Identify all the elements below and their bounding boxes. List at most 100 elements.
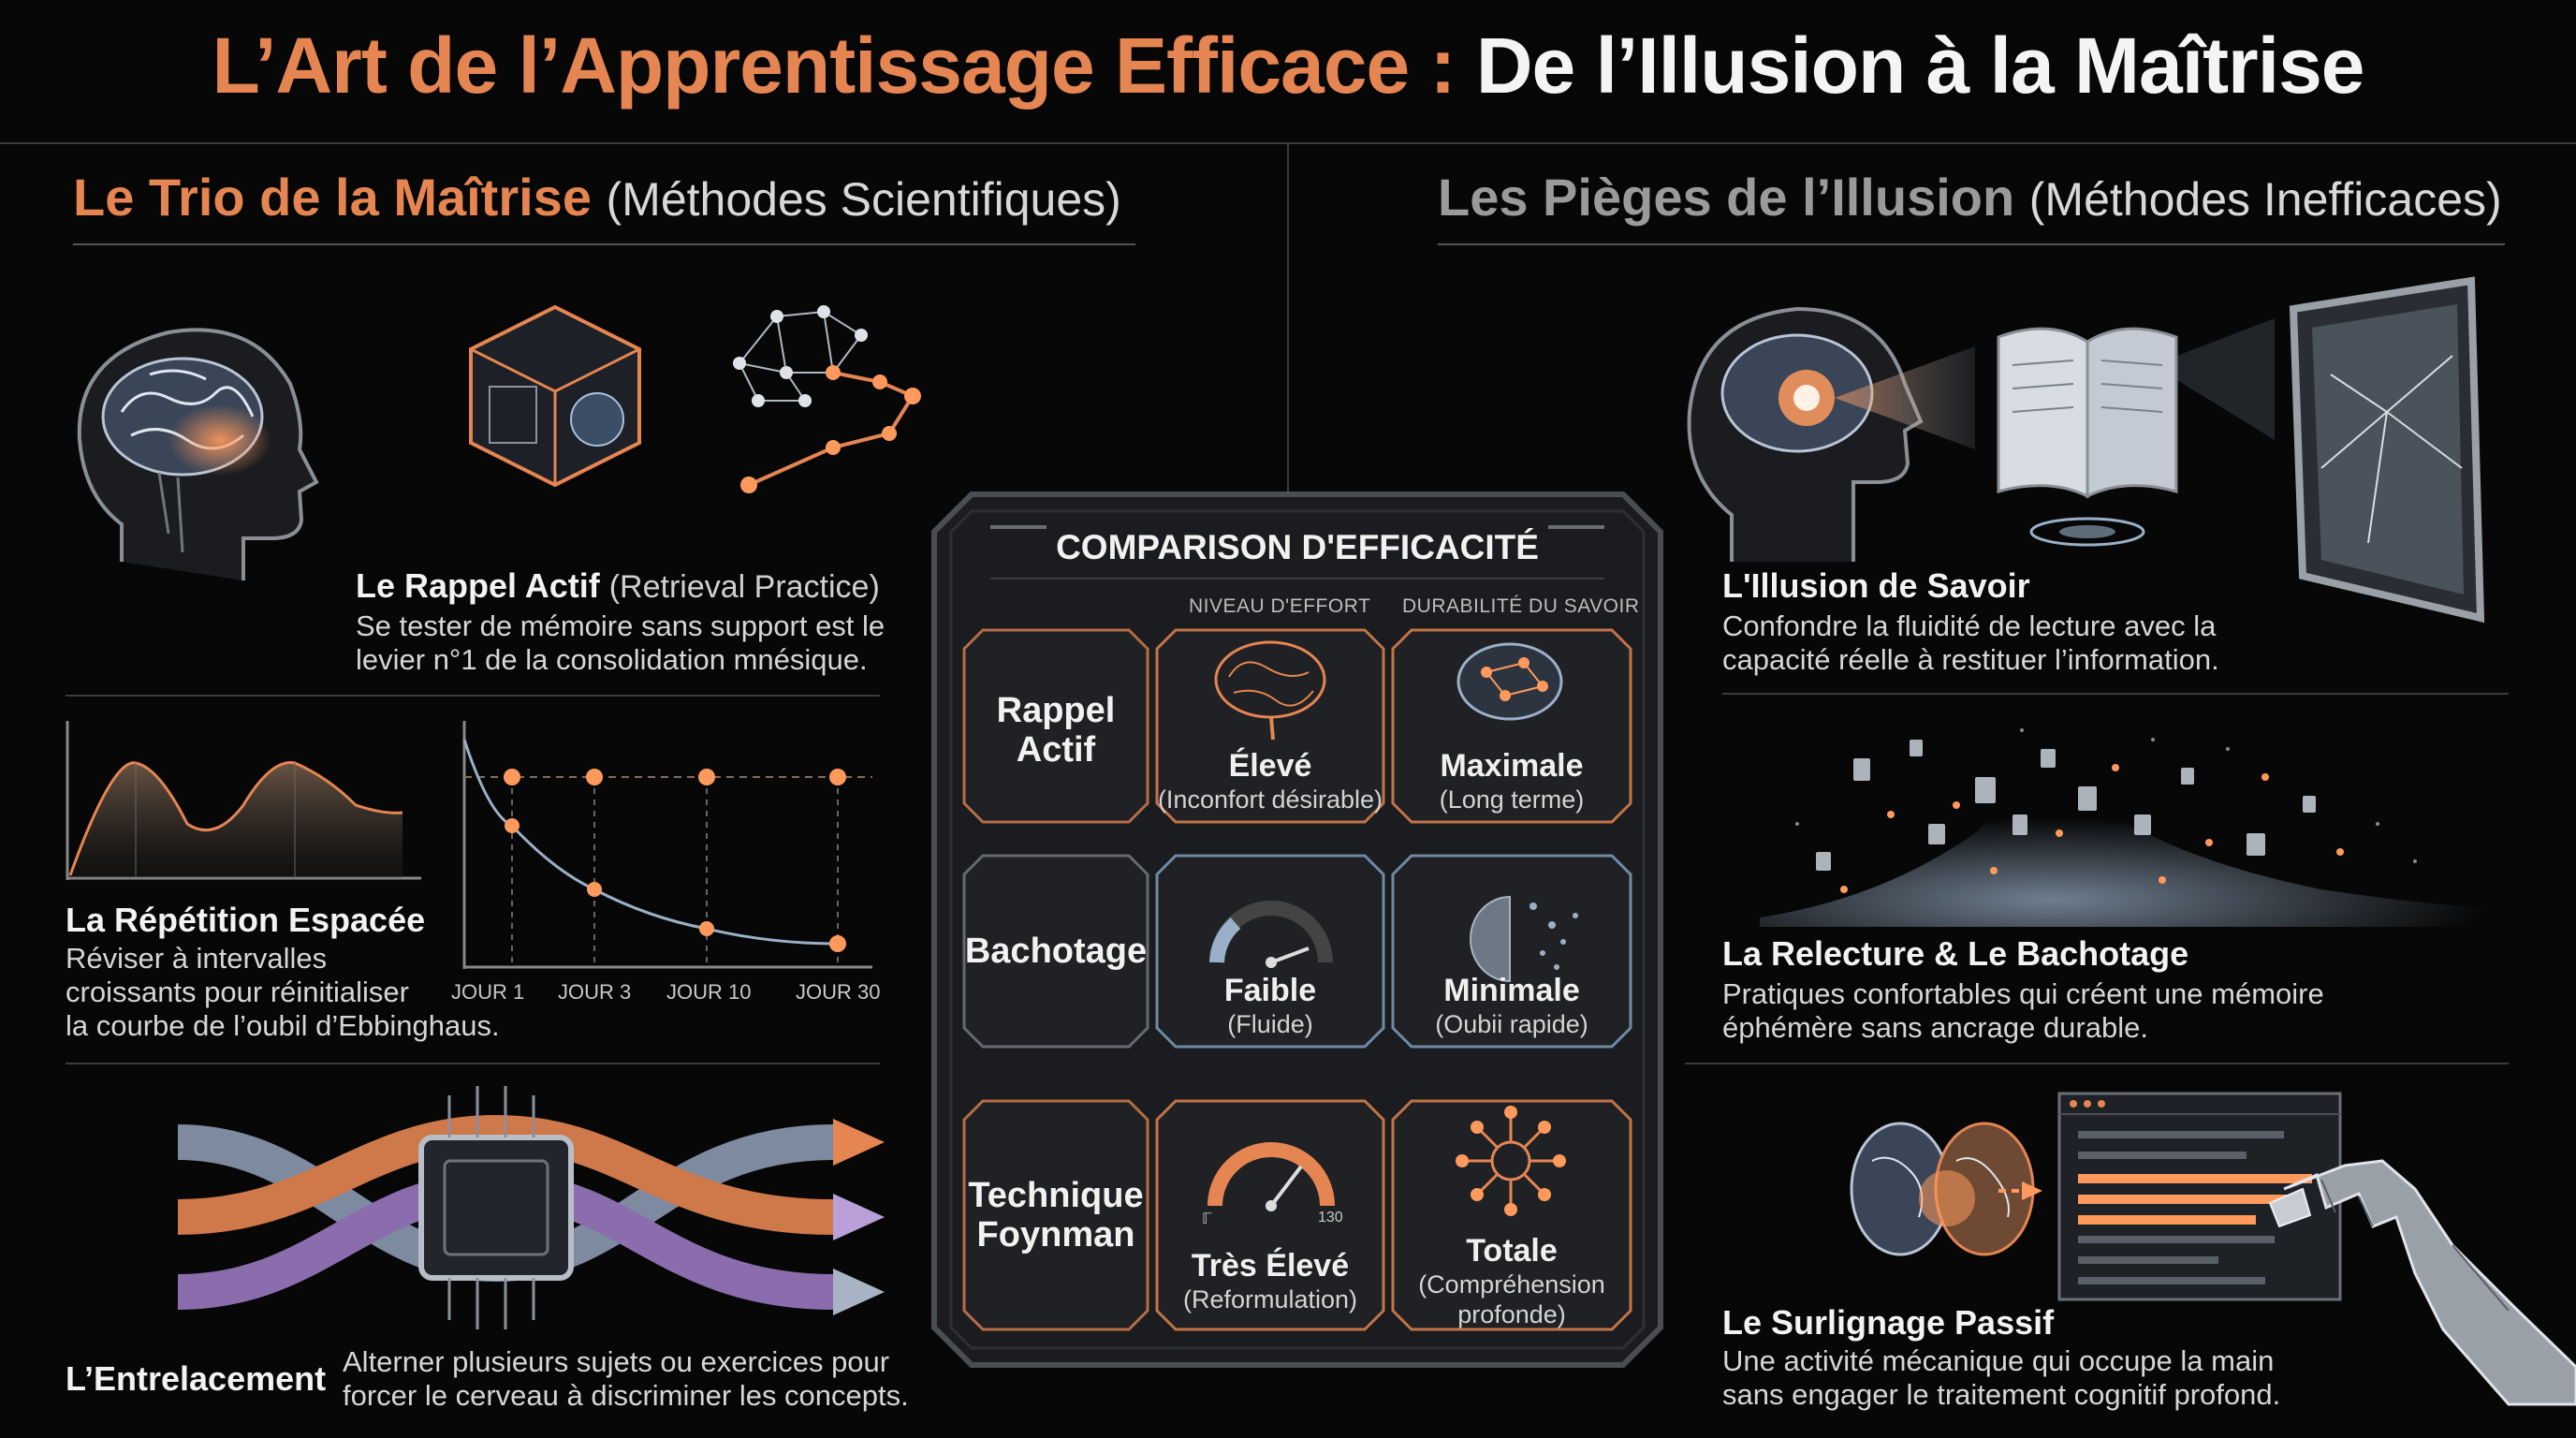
- memory-cube-icon: [469, 304, 641, 488]
- dur-bachotage-sub: (Oubii rapide): [1435, 1010, 1588, 1038]
- left-section-name: Le Trio de la Maîtrise: [73, 168, 592, 227]
- center-divider: [1287, 142, 1289, 498]
- relecture-desc: Pratiques confortables qui créent une mé…: [1722, 977, 2324, 1045]
- surlignage-illustration: [1850, 1092, 2576, 1406]
- col-head-durability: DURABILITÉ DU SAVOIR: [1402, 595, 1640, 617]
- repetition-desc-line2: croissants pour réinitialiser: [66, 976, 409, 1008]
- dur-rappel-main: Maximale: [1440, 748, 1584, 784]
- effort-rappel-main: Élevé: [1228, 748, 1312, 784]
- tick-jour3: JOUR 3: [558, 980, 632, 1004]
- dur-feynman-sub1: (Compréhension: [1418, 1270, 1605, 1299]
- open-book-icon: [1997, 327, 2178, 547]
- repetition-desc-line3: la courbe de l’oubil d’Ebbinghaus.: [66, 1009, 500, 1042]
- rappel-actif-desc-line2: levier n°1 de la consolidation mnésique.: [356, 643, 868, 676]
- illusion-desc: Confondre la fluidité de lecture avec la…: [1722, 609, 2219, 677]
- brain-head-icon: [77, 328, 319, 580]
- repetition-desc-line1: Réviser à intervalles: [66, 942, 328, 975]
- effort-rappel-sub: (Inconfort désirable): [1157, 785, 1383, 814]
- left-section-subtitle: (Méthodes Scientifiques): [606, 173, 1121, 226]
- brain-head-icon: [1687, 306, 1924, 562]
- row-label-rappel-2: Actif: [1016, 730, 1096, 770]
- spaced-repetition-chart: [462, 721, 872, 969]
- brain-network-icon: [1456, 642, 1563, 721]
- cell-dur-feynman: Totale (Compréhension profonde): [1393, 1232, 1631, 1329]
- network-nodes-icon: [733, 305, 921, 493]
- comparison-grid: [962, 628, 1632, 1331]
- title-part1: L’Art de l’Apprentissage Efficace :: [212, 22, 1456, 110]
- effort-feynman-main: Très Élevé: [1191, 1248, 1350, 1284]
- row-label-feynman: Technique Foynman: [964, 1176, 1148, 1255]
- cell-effort-rappel: Élevé (Inconfort désirable): [1157, 747, 1383, 814]
- dur-feynman-sub2: profonde): [1457, 1300, 1566, 1328]
- surlignage-desc-line2: sans engager le traitement cognitif prof…: [1722, 1378, 2281, 1411]
- row-label-feynman-1: Technique: [968, 1176, 1144, 1215]
- gauge-right-label: 130: [1318, 1210, 1343, 1225]
- left-divider-2: [66, 1063, 880, 1064]
- dur-feynman-main: Totale: [1466, 1233, 1558, 1269]
- surlignage-desc: Une activité mécanique qui occupe la mai…: [1722, 1344, 2280, 1412]
- cell-effort-bachotage: Faible (Fluide): [1157, 972, 1383, 1039]
- scattered-documents-icon: [1760, 728, 2490, 927]
- cell-dur-rappel: Maximale (Long terme): [1393, 747, 1631, 814]
- brain-icon: [1850, 1122, 2035, 1256]
- right-divider-2: [1685, 1063, 2509, 1064]
- entrelacement-desc: Alterner plusieurs sujets ou exercices p…: [343, 1345, 909, 1413]
- right-section-name: Les Pièges de l’Illusion: [1438, 168, 2015, 227]
- brain-effort-icon: [1214, 640, 1326, 741]
- illusion-desc-line2: capacité réelle à restituer l’informatio…: [1722, 643, 2219, 676]
- effort-bachotage-main: Faible: [1223, 973, 1317, 1008]
- left-header-underline: [73, 243, 1135, 245]
- interleaved-streams-icon: [177, 1086, 885, 1329]
- surlignage-desc-line1: Une activité mécanique qui occupe la mai…: [1722, 1344, 2275, 1377]
- row-label-rappel: Rappel Actif: [964, 691, 1148, 770]
- broken-mirror-icon: [2289, 276, 2485, 624]
- surlignage-title: Le Surlignage Passif: [1722, 1303, 2055, 1342]
- row-label-feynman-2: Foynman: [976, 1215, 1135, 1255]
- right-section-subtitle: (Méthodes Inefficaces): [2028, 173, 2502, 226]
- dur-rappel-sub: (Long terme): [1439, 785, 1585, 814]
- comparison-title: COMPARISON D'EFFICACITÉ: [1056, 528, 1539, 566]
- entrelacement-desc-line1: Alterner plusieurs sujets ou exercices p…: [343, 1345, 890, 1378]
- repetition-espacee-desc: Réviser à intervalles croissants pour ré…: [66, 942, 500, 1043]
- main-title: L’Art de l’Apprentissage Efficace : De l…: [0, 21, 2576, 111]
- right-divider-1: [1722, 693, 2509, 695]
- gauge-left-label: ℾ: [1202, 1211, 1212, 1227]
- tick-jour1: JOUR 1: [451, 980, 525, 1004]
- rappel-actif-title: Le Rappel Actif (Retrieval Practice): [356, 566, 880, 606]
- left-section-title: Le Trio de la Maîtrise (Méthodes Scienti…: [73, 167, 1121, 227]
- illusion-title: L'Illusion de Savoir: [1722, 566, 2030, 605]
- gauge-low-icon: [1209, 901, 1333, 968]
- entrelacement-desc-line2: forcer le cerveau à discriminer les conc…: [343, 1379, 909, 1412]
- rappel-actif-name: Le Rappel Actif: [356, 566, 600, 605]
- illusion-desc-line1: Confondre la fluidité de lecture avec la: [1722, 609, 2217, 642]
- robot-hand-icon: [2268, 1159, 2576, 1406]
- row-label-bachotage: Bachotage: [964, 932, 1148, 971]
- fading-brain-icon: [1470, 895, 1578, 983]
- effort-bachotage-sub: (Fluide): [1227, 1010, 1313, 1038]
- right-header-underline: [1438, 243, 2505, 245]
- chip-icon: [418, 1135, 574, 1281]
- comparison-panel: COMPARISON D'EFFICACITÉ NIVEAU D'EFFORT …: [931, 492, 1663, 1368]
- cell-dur-bachotage: Minimale (Oubii rapide): [1393, 972, 1631, 1039]
- effort-feynman-sub: (Reformulation): [1182, 1285, 1358, 1313]
- title-part2: De l’Illusion à la Maîtrise: [1475, 22, 2365, 110]
- row-label-rappel-1: Rappel: [996, 691, 1116, 730]
- rappel-actif-desc-line1: Se tester de mémoire sans support est le: [356, 609, 886, 642]
- cell-effort-feynman: Très Élevé (Reformulation): [1157, 1247, 1383, 1314]
- relecture-title: La Relecture & Le Bachotage: [1722, 934, 2189, 973]
- repetition-espacee-title: La Répétition Espacée: [66, 901, 426, 939]
- entrelacement-title: L’Entrelacement: [66, 1359, 327, 1398]
- left-divider-1: [66, 695, 880, 697]
- tick-jour30: JOUR 30: [796, 980, 881, 1004]
- col-head-effort: NIVEAU D'EFFORT: [1189, 595, 1371, 617]
- forgetting-curve-icon: [66, 721, 421, 880]
- right-section-title: Les Pièges de l’Illusion (Méthodes Ineff…: [1438, 167, 2502, 227]
- dur-bachotage-main: Minimale: [1443, 973, 1580, 1008]
- relecture-desc-line1: Pratiques confortables qui créent une mé…: [1722, 977, 2324, 1010]
- gauge-high-icon: [1208, 1142, 1335, 1211]
- rappel-actif-note: (Retrieval Practice): [608, 569, 880, 605]
- relecture-desc-line2: éphémère sans ancrage durable.: [1722, 1011, 2148, 1044]
- row-label-bachotage-1: Bachotage: [964, 932, 1148, 971]
- tick-jour10: JOUR 10: [666, 980, 752, 1004]
- rappel-actif-desc: Se tester de mémoire sans support est le…: [356, 609, 885, 677]
